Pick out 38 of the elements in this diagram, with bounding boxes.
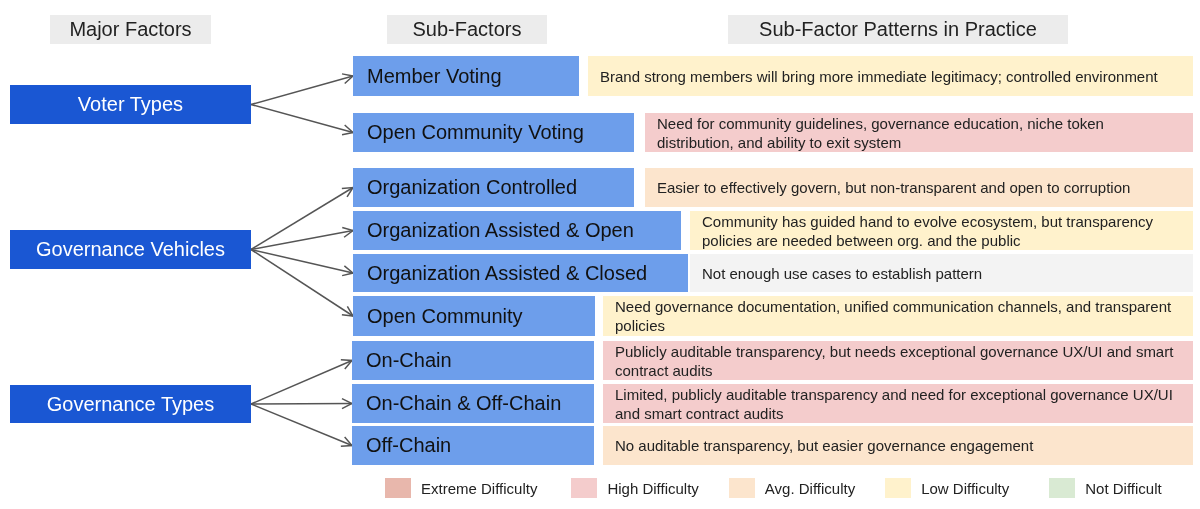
- legend-label: Low Difficulty: [921, 479, 1010, 497]
- arrow: [250, 248, 354, 317]
- legend-label: High Difficulty: [607, 479, 699, 497]
- arrow: [250, 248, 354, 277]
- legend-label: Extreme Difficulty: [421, 479, 538, 497]
- sub-factor-box: On-Chain & Off-Chain: [352, 384, 594, 423]
- legend-label: Not Difficult: [1085, 479, 1162, 497]
- sub-factor-box: Open Community: [353, 296, 595, 336]
- major-factor-box: Governance Vehicles: [10, 230, 251, 269]
- arrow: [250, 103, 354, 136]
- arrow: [250, 359, 353, 405]
- pattern-note-box: Publicly auditable transparency, but needs exceptional governance UX/UI and smart contract audits: [603, 341, 1193, 380]
- sub-factor-box: Organization Assisted & Open: [353, 211, 681, 250]
- arrow: [250, 397, 353, 410]
- major-factor-box: Voter Types: [10, 85, 251, 124]
- sub-factor-box: On-Chain: [352, 341, 594, 380]
- arrow: [250, 186, 354, 251]
- pattern-note-box: Easier to effectively govern, but non-transparent and open to corruption: [645, 168, 1193, 207]
- pattern-note-box: Not enough use cases to establish pattern: [690, 254, 1193, 292]
- pattern-note-box: Need for community guidelines, governance education, niche token distribution, and ability to exit system: [645, 113, 1193, 152]
- sub-factor-box: Organization Controlled: [353, 168, 634, 207]
- pattern-note-box: Brand strong members will bring more immediate legitimacy; controlled environment: [588, 56, 1193, 96]
- pattern-note-box: No auditable transparency, but easier governance engagement: [603, 426, 1193, 465]
- major-factor-box: Governance Types: [10, 385, 251, 423]
- sub-factor-box: Organization Assisted & Closed: [353, 254, 688, 292]
- arrow: [250, 226, 354, 251]
- legend-label: Avg. Difficulty: [764, 479, 856, 497]
- pattern-note-box: Need governance documentation, unified communication channels, and transparent policies: [603, 296, 1193, 336]
- arrow: [250, 403, 353, 448]
- sub-factor-box: Open Community Voting: [353, 113, 634, 152]
- sub-factor-box: Off-Chain: [352, 426, 594, 465]
- column-header: Major Factors: [50, 15, 211, 44]
- pattern-note-box: Limited, publicly auditable transparency and need for exceptional governance UX/UI and smart contract audits: [603, 384, 1193, 423]
- sub-factor-box: Member Voting: [353, 56, 579, 96]
- column-header: Sub-Factors: [387, 15, 547, 44]
- arrow: [250, 73, 354, 106]
- pattern-note-box: Community has guided hand to evolve ecosystem, but transparency policies are needed between org. and the public: [690, 211, 1193, 250]
- column-header: Sub-Factor Patterns in Practice: [728, 15, 1068, 44]
